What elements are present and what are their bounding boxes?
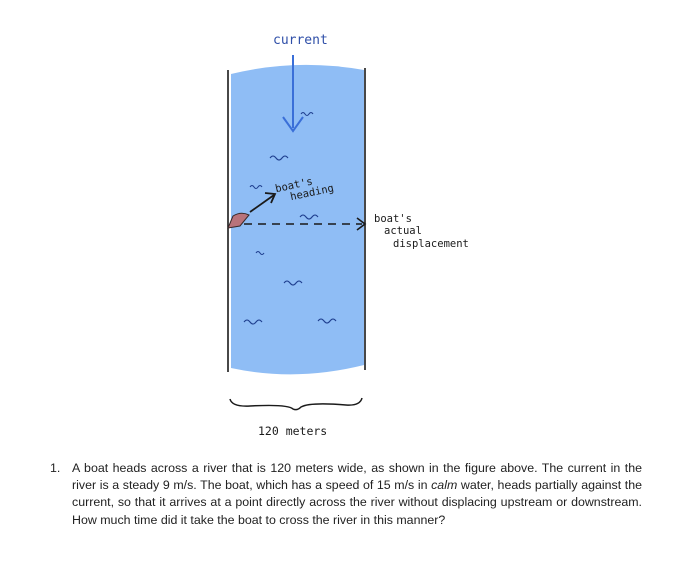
displacement-label-line2: actual [384, 225, 422, 237]
width-brace [229, 397, 363, 411]
problem-number: 1. [50, 461, 61, 475]
water-squiggles [243, 111, 337, 325]
displacement-label-line1: boat's [374, 213, 412, 225]
problem-italic-word: calm [431, 478, 458, 493]
problem-text: A boat heads across a river that is 120 … [72, 460, 642, 529]
problem-statement: 1. A boat heads across a river that is 1… [50, 460, 642, 529]
displacement-label-line3: displacement [393, 238, 469, 250]
river-figure: current boat's heading boat's actual dis… [227, 33, 469, 438]
heading-arrow [249, 194, 275, 213]
river-water [231, 64, 364, 375]
displacement-arrow-head [356, 217, 367, 231]
width-label: 120 meters [258, 424, 327, 438]
problem-text-part2: water, heads partially against the curre… [72, 478, 642, 527]
heading-arrow-head [264, 192, 277, 204]
current-arrow-head [282, 116, 304, 133]
problem-text-part1: A boat heads across a river that is 120 … [72, 461, 642, 493]
current-label: current [273, 33, 328, 48]
boat-shape [227, 212, 250, 229]
